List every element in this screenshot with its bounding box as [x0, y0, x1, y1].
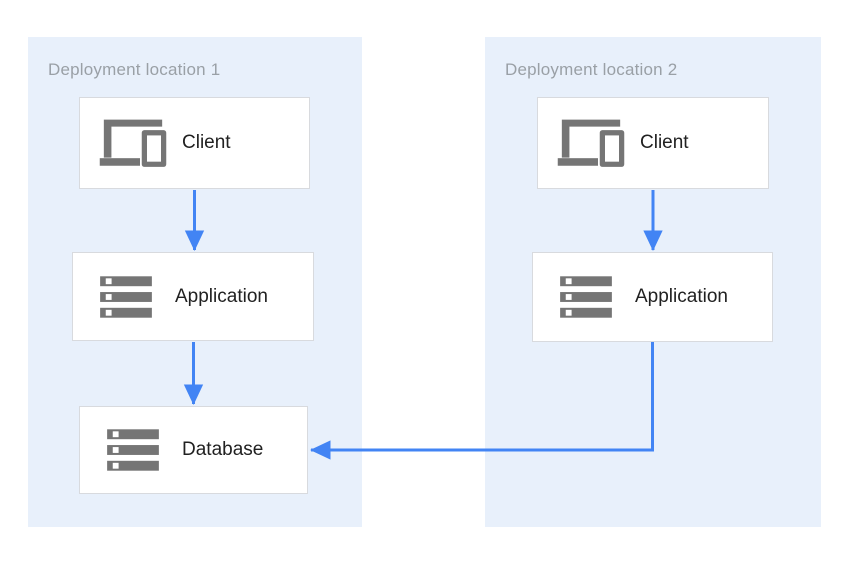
node-database-1: Database [79, 406, 308, 494]
devices-icon [98, 108, 168, 178]
storage-icon [551, 270, 621, 324]
node-label: Client [182, 132, 231, 153]
node-application-2: Application [532, 252, 773, 342]
node-client-2: Client [537, 97, 769, 189]
storage-icon [98, 423, 168, 477]
node-label: Database [182, 439, 264, 460]
node-label: Application [175, 285, 268, 307]
devices-icon [556, 108, 626, 178]
storage-icon [91, 270, 161, 324]
node-label: Application [635, 286, 728, 307]
zone-title: Deployment location 1 [48, 60, 221, 79]
zone-title: Deployment location 2 [505, 60, 678, 79]
node-label: Client [640, 132, 689, 153]
node-application-1: Application [72, 252, 314, 341]
node-client-1: Client [79, 97, 310, 189]
